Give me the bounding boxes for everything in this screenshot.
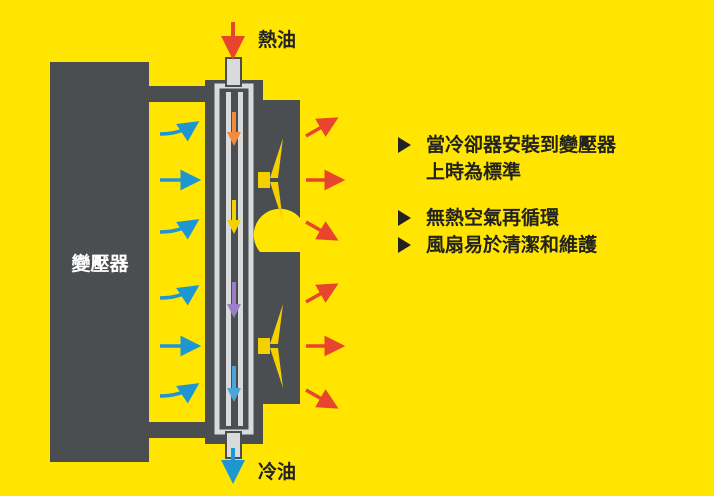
air-in-arrow [159, 121, 200, 142]
cold-oil-label: 冷油 [258, 460, 296, 483]
hot-oil-inlet-pipe [225, 57, 242, 87]
bullet-item: 當冷卻器安裝到變壓器 上時為標準 [398, 132, 616, 186]
fan-bottom [258, 304, 283, 388]
air-out-arrow [305, 283, 339, 304]
bullet-item: 風扇易於清潔和維護 [398, 232, 616, 259]
air-in-arrow [159, 219, 200, 240]
bullet-item: 無熱空氣再循環 [398, 205, 616, 232]
air-out-arrow [305, 220, 339, 241]
bullet-list: 當冷卻器安裝到變壓器 上時為標準 無熱空氣再循環 風扇易於清潔和維護 [398, 132, 616, 259]
transformer-block [50, 62, 149, 462]
triangle-bullet-icon [398, 237, 411, 253]
flow-arrow-orange-head [227, 132, 241, 146]
air-out-arrow [305, 388, 339, 409]
bullet-text: 當冷卻器安裝到變壓器 上時為標準 [426, 134, 617, 183]
triangle-bullet-icon [398, 137, 411, 153]
hot-oil-label: 熱油 [258, 28, 296, 51]
flow-arrow-yellow-head [227, 220, 241, 234]
cooler-notch [257, 228, 263, 252]
air-in-arrow [159, 383, 200, 404]
bullet-text: 無熱空氣再循環 [426, 207, 560, 229]
top-connector-pipe [149, 86, 211, 102]
air-out-arrow [305, 117, 339, 138]
bottom-connector-pipe [149, 422, 211, 438]
transformer-label: 變壓器 [71, 252, 129, 275]
fan-top [258, 138, 283, 222]
air-in-arrow [159, 285, 200, 306]
oil-channel-left [226, 92, 231, 426]
flow-arrow-purple-head [227, 304, 241, 318]
oil-channel-right [238, 92, 243, 426]
triangle-bullet-icon [398, 210, 411, 226]
bullet-text: 風扇易於清潔和維護 [426, 234, 598, 256]
flow-arrow-blue-head [227, 388, 241, 402]
